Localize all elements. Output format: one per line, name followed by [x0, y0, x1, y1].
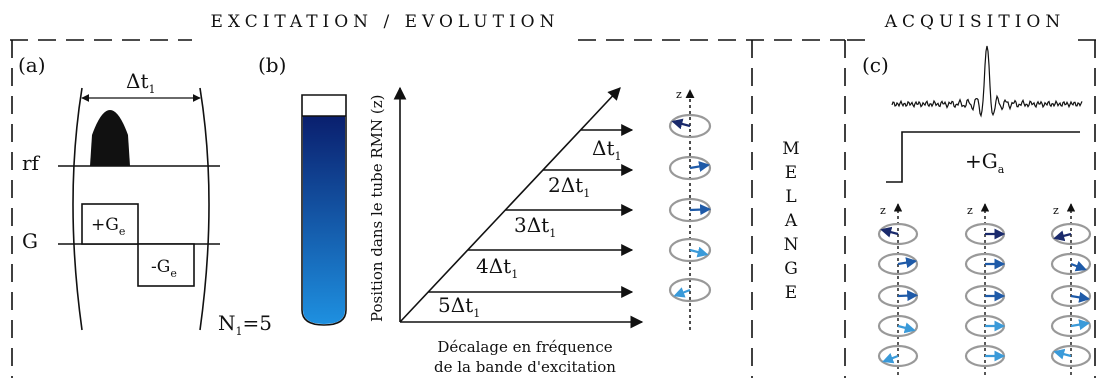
spin-disk [1050, 284, 1092, 308]
rf-pulse [90, 110, 130, 166]
spin-disk [1050, 252, 1092, 276]
spin-disk [877, 314, 919, 338]
z-label-c: z [880, 204, 886, 217]
mixing-letter: E [785, 163, 797, 183]
spin-disk [964, 284, 1006, 308]
spin-disk [1050, 314, 1092, 338]
magnetization-arrow [897, 322, 916, 334]
panel-a: (a) Δt1 rf G +Ge -Ge N1=5 [18, 53, 272, 338]
magnetization-arrow [689, 246, 709, 258]
panel-c: (c) +Ga z z z [862, 45, 1092, 375]
band-delay-label: 3Δt1 [514, 213, 556, 240]
spin-disk [964, 222, 1006, 246]
magnetization-column-b [668, 113, 712, 303]
spin-disk [1050, 222, 1092, 246]
band-delay-label: 4Δt1 [476, 254, 518, 281]
mixing-letter: E [785, 283, 797, 303]
diagonal [399, 119, 591, 323]
rf-label: rf [22, 151, 41, 175]
mixing-letter: L [785, 187, 796, 207]
panel-b: (b) Position dans le tube RMN (z) Décala… [258, 53, 712, 376]
magnetization-arrow [897, 257, 918, 269]
section-title-acquisition: ACQUISITION [884, 12, 1066, 32]
panel-a-label: (a) [18, 53, 46, 77]
spin-disk [877, 222, 919, 246]
bracket-right [199, 87, 210, 331]
spin-disk [1050, 344, 1092, 368]
band-arrows [428, 124, 634, 298]
magnetization-arrow [1053, 348, 1072, 360]
spin-disk [877, 252, 919, 276]
delta-t-label: Δt1 [126, 69, 155, 96]
magnetization-arrow [689, 161, 711, 172]
magnetization-arrow [689, 204, 712, 216]
spin-disk [964, 314, 1006, 338]
band-delay-label: Δt1 [592, 136, 621, 163]
minus-ge-label: -Ge [151, 257, 177, 280]
magnetization-arrow [1070, 291, 1091, 303]
magnetization-arrow [897, 290, 919, 302]
x-axis-label-line1: Décalage en fréquence [437, 338, 612, 356]
gradient-negative [137, 243, 195, 287]
spin-disk [668, 197, 712, 223]
magnetization-arrow [671, 118, 691, 130]
mixing-letter: M [782, 139, 799, 159]
mixing-letter: G [784, 259, 798, 279]
magnetization-arrow [1070, 260, 1087, 272]
spin-disk [668, 277, 712, 303]
magnetization-arrow [1053, 230, 1072, 242]
spin-disk [964, 344, 1006, 368]
band-delay-label: 2Δt1 [548, 173, 590, 200]
gradient-waveform [886, 131, 1080, 183]
magnetization-arrow [880, 226, 899, 238]
panel-b-label: (b) [258, 53, 286, 77]
spin-disk [964, 252, 1006, 276]
section-title-excitation: EXCITATION / EVOLUTION [211, 12, 560, 32]
spin-disk [877, 284, 919, 308]
band-delay-label: 5Δt1 [438, 293, 480, 320]
spin-disk [668, 237, 712, 263]
spin-disk [668, 155, 712, 181]
spin-disk [877, 344, 919, 368]
y-axis-label: Position dans le tube RMN (z) [368, 95, 386, 323]
mixing-letter: N [784, 235, 799, 255]
mixing-letter: A [784, 211, 798, 231]
section-dividers [10, 39, 1100, 378]
spin-disk [668, 113, 712, 139]
plus-ge-label: +Ge [91, 215, 125, 238]
magnetization-arrow [882, 352, 899, 364]
ga-label: +Ga [965, 149, 1005, 176]
magnetization-arrow [673, 287, 691, 298]
g-label: G [22, 229, 38, 253]
diagonal-arrowhead [589, 87, 621, 121]
echo-signal [891, 45, 1083, 118]
x-axis-label-line2: de la bande d'excitation [434, 358, 616, 376]
bracket-left [72, 87, 83, 331]
panel-c-label: (c) [862, 53, 889, 77]
n1-label: N1=5 [218, 311, 272, 338]
z-label-c: z [1053, 204, 1059, 217]
gradient-positive [81, 203, 139, 245]
z-label-c: z [967, 204, 973, 217]
magnetization-arrow [1070, 319, 1091, 331]
nmr-tube [301, 94, 347, 326]
z-label-b: z [676, 88, 682, 101]
